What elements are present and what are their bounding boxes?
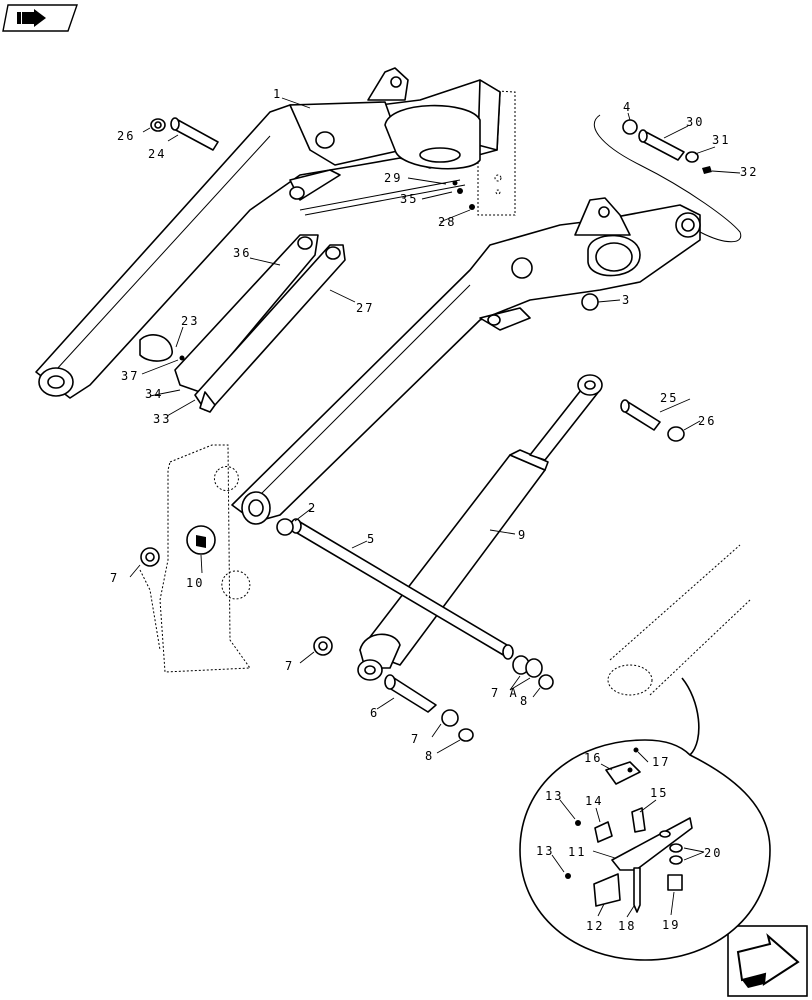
callout-7-middle: 7 (285, 659, 294, 673)
callout-18: 18 (618, 919, 636, 933)
callout-9: 9 (518, 528, 527, 542)
detail-bubble (519, 677, 771, 961)
callout-16: 16 (584, 751, 602, 765)
frame-outline-dashed (477, 89, 516, 216)
arm-stub-dashed (607, 544, 751, 696)
callout-1: 1 (273, 87, 282, 101)
callout-32: 32 (740, 165, 758, 179)
callout-26-upper: 26 (117, 129, 135, 143)
leader-lines (129, 97, 741, 918)
callout-3: 3 (622, 293, 631, 307)
next-page-arrow-icon[interactable] (727, 925, 808, 997)
callout-35: 35 (400, 192, 418, 206)
long-link (299, 179, 466, 216)
callout-27: 27 (356, 301, 374, 315)
callout-37: 37 (121, 369, 139, 383)
callout-labels: 1 2 3 4 5 6 7 7 7 7 A 8 8 9 10 11 12 13 … (110, 87, 758, 933)
cross-tube-pin (290, 518, 514, 660)
callout-19: 19 (662, 918, 680, 932)
callout-31: 31 (712, 133, 730, 147)
callout-12: 12 (586, 919, 604, 933)
pins-and-washers (139, 117, 712, 742)
callout-5: 5 (367, 532, 376, 546)
callout-30: 30 (686, 115, 704, 129)
callout-34: 34 (145, 387, 163, 401)
callout-6: 6 (370, 706, 379, 720)
callout-17: 17 (652, 755, 670, 769)
book-arrow-icon[interactable] (2, 4, 78, 32)
callout-7-left: 7 (110, 571, 119, 585)
mounting-bracket-dashed (139, 444, 251, 673)
callout-24: 24 (148, 147, 166, 161)
callout-29: 29 (384, 171, 402, 185)
lift-cylinder (357, 374, 603, 681)
loader-boom-right (231, 197, 701, 525)
pin-group-outline-dashed (593, 114, 742, 243)
callout-15: 15 (650, 786, 668, 800)
callout-20: 20 (704, 846, 722, 860)
callout-26-lower: 26 (698, 414, 716, 428)
callout-28: 28 (438, 215, 456, 229)
callout-11: 11 (568, 845, 586, 859)
callout-36: 36 (233, 246, 251, 260)
callout-8-upper: 8 (520, 694, 529, 708)
callout-8-lower: 8 (425, 749, 434, 763)
callout-33: 33 (153, 412, 171, 426)
callout-7A: 7 A (491, 686, 519, 700)
callout-7-lower: 7 (411, 732, 420, 746)
callout-2: 2 (308, 501, 317, 515)
loader-boom-left (35, 67, 501, 399)
callout-25: 25 (660, 391, 678, 405)
link-rods (174, 234, 346, 413)
callout-23: 23 (181, 314, 199, 328)
callout-10: 10 (186, 576, 204, 590)
callout-4: 4 (623, 100, 632, 114)
callout-13-lower: 13 (536, 844, 554, 858)
callout-13-upper: 13 (545, 789, 563, 803)
callout-14: 14 (585, 794, 603, 808)
